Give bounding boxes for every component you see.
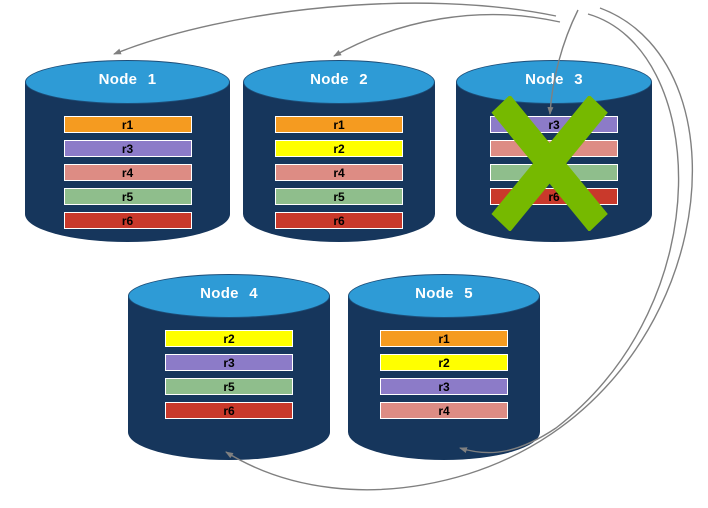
node-label: Node 5 <box>415 285 473 302</box>
node-4: Node 4 r2 r3 r5 r6 <box>128 274 330 460</box>
shard-r2: r2 <box>275 140 403 157</box>
shard-list: r2 r3 r5 r6 <box>128 330 330 419</box>
cylinder-top <box>25 60 230 104</box>
shard-r4: r4 <box>380 402 508 419</box>
shard-r4: r4 <box>63 164 192 181</box>
shard-r3: r3 <box>165 354 293 371</box>
shard-r1: r1 <box>380 330 508 347</box>
shard-r5: r5 <box>165 378 293 395</box>
shard-r5: r5 <box>63 188 192 205</box>
shard-r6: r6 <box>490 188 618 205</box>
node-label: Node 2 <box>310 71 368 88</box>
shard-r1: r1 <box>275 116 403 133</box>
shard-r3: r3 <box>490 116 618 133</box>
shard-r3: r3 <box>63 140 192 157</box>
shard-list: r3 r4 r5 r6 <box>456 116 652 205</box>
shard-r1: r1 <box>63 116 192 133</box>
node-5: Node 5 r1 r2 r3 r4 <box>348 274 540 460</box>
shard-r6: r6 <box>165 402 293 419</box>
node-2: Node 2 r1 r2 r4 r5 r6 <box>243 60 435 242</box>
shard-r2: r2 <box>380 354 508 371</box>
shard-r5: r5 <box>490 164 618 181</box>
shard-r2: r2 <box>165 330 293 347</box>
node-label: Node 4 <box>200 285 258 302</box>
shard-list: r1 r2 r3 r4 <box>348 330 540 419</box>
shard-r6: r6 <box>275 212 403 229</box>
shard-r5: r5 <box>275 188 403 205</box>
node-label: Node 1 <box>98 71 157 88</box>
node-3: Node 3 r3 r4 r5 r6 <box>456 60 652 242</box>
shard-r3: r3 <box>380 378 508 395</box>
node-1: Node 1 r1 r3 r4 r5 r6 <box>25 60 230 242</box>
shard-r4: r4 <box>490 140 618 157</box>
shard-list: r1 r2 r4 r5 r6 <box>243 116 435 229</box>
node-label: Node 3 <box>525 71 583 88</box>
shard-r4: r4 <box>275 164 403 181</box>
shard-list: r1 r3 r4 r5 r6 <box>25 116 230 229</box>
shard-r6: r6 <box>63 212 192 229</box>
